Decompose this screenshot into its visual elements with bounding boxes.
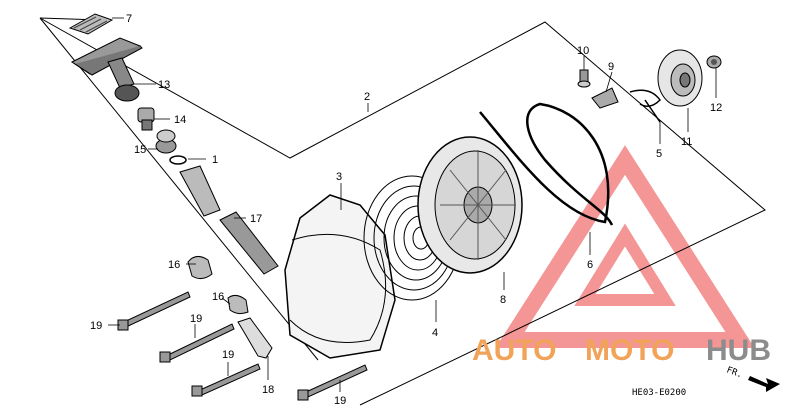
part-9-ratchet (591, 87, 619, 109)
part-1-rope-sleeve (179, 165, 221, 217)
front-direction-indicator: FR. (725, 365, 780, 392)
callout-19-b: 19 (190, 313, 202, 325)
callout-14: 14 (174, 114, 186, 126)
part-8-reel (417, 136, 523, 274)
watermark-text: AUTO MOTO HUB (472, 334, 771, 367)
part-19-bolts (117, 291, 368, 401)
callout-1: 1 (212, 154, 218, 166)
part-6-starter-rope (479, 102, 614, 226)
callout-8: 8 (500, 294, 506, 306)
callout-16-lower: 16 (212, 291, 224, 303)
part-1-oring (169, 155, 187, 165)
part-5-friction-spring (629, 89, 661, 123)
callout-11: 11 (681, 136, 692, 148)
callout-19-c: 19 (222, 349, 234, 361)
part-7-grip-cap (68, 13, 114, 35)
callout-2: 2 (364, 91, 370, 103)
watermark-word-hub: HUB (706, 334, 771, 367)
part-10-screw (577, 69, 591, 88)
callout-16-upper: 16 (168, 259, 180, 271)
part-11-friction-plate (657, 49, 703, 107)
part-16-clamp-lower (227, 294, 249, 315)
callout-7: 7 (126, 13, 132, 25)
callout-19-a: 19 (90, 320, 102, 332)
callout-13: 13 (158, 79, 170, 91)
part-18-rope-sleeve (219, 211, 279, 275)
callout-19-d: 19 (334, 395, 346, 407)
callout-18: 17 (250, 213, 262, 225)
direction-arrow-icon (748, 376, 780, 392)
part-3-starter-case (284, 194, 396, 359)
part-12-nut (706, 55, 722, 69)
direction-label: FR. (725, 365, 744, 380)
callout-10: 10 (577, 45, 589, 57)
callout-12: 12 (710, 102, 722, 114)
callout-5: 5 (656, 148, 662, 160)
callout-labels: 7 13 14 15 1 17 3 2 4 8 6 10 9 5 11 12 1… (90, 13, 722, 407)
callout-6: 6 (587, 259, 593, 271)
part-16-clamp-upper (187, 256, 213, 280)
assembly-outline-2 (39, 17, 766, 406)
part-15-bushing (155, 129, 177, 154)
callout-3: 3 (336, 171, 342, 183)
part-13-starter-handle (71, 37, 143, 102)
part-17-guide-bracket (237, 317, 273, 359)
watermark-word-moto: MOTO (585, 334, 674, 367)
callout-4: 4 (432, 327, 438, 339)
diagram-code: HE03-E0200 (632, 388, 686, 398)
callout-15: 15 (134, 144, 146, 156)
leader-lines (108, 17, 717, 392)
watermark-word-auto: AUTO (472, 334, 556, 367)
callout-9: 9 (608, 61, 614, 73)
callout-17: 18 (262, 384, 274, 396)
part-14-joint (137, 107, 155, 131)
